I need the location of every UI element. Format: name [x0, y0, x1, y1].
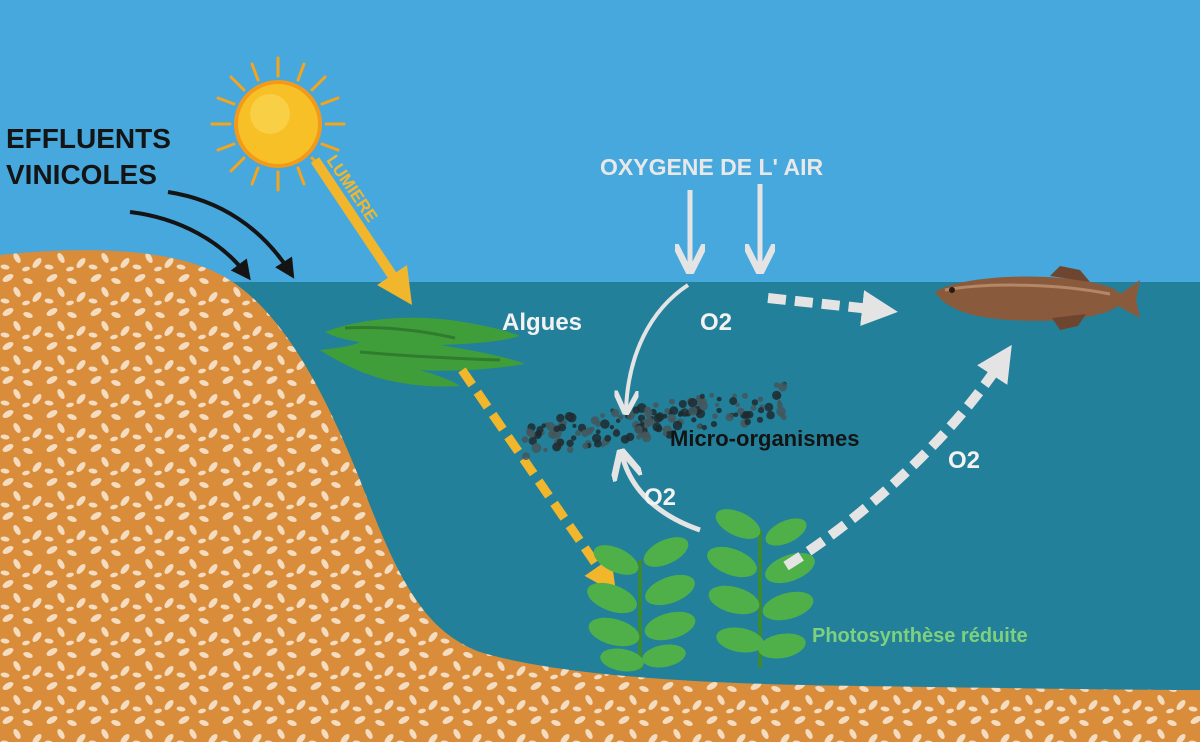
vinicoles-label: VINICOLES	[6, 159, 157, 190]
algae-icon	[320, 317, 525, 387]
o2-surface-label: O2	[700, 309, 732, 336]
oxygene-air-label: OXYGENE DE L' AIR	[600, 154, 824, 180]
algues-label: Algues	[502, 309, 582, 336]
oxygen-to-fish-arrow	[767, 290, 898, 326]
sediment-bank	[0, 250, 1200, 742]
surface-to-microbes-arrow	[626, 283, 690, 410]
aquatic-plant-icon	[587, 509, 815, 672]
effluent-arrow-upper	[167, 190, 295, 279]
o2-right-label: O2	[948, 447, 980, 474]
o2-bottom-label: O2	[644, 484, 676, 511]
plants-to-fish-arrow	[783, 344, 1012, 571]
effluent-arrow-lower	[129, 210, 251, 281]
fish-icon	[935, 266, 1140, 330]
light-arrow	[310, 157, 413, 305]
microorganism-cluster-icon	[521, 381, 788, 460]
sun-icon	[210, 56, 346, 192]
micro-organismes-label: Micro-organismes	[670, 426, 860, 451]
photosynthese-label: Photosynthèse réduite	[812, 625, 1028, 647]
plants-to-microbes-arrow	[622, 455, 701, 533]
algae-to-plants-arrow	[458, 367, 617, 594]
effluents-label: EFFLUENTS	[6, 123, 171, 154]
